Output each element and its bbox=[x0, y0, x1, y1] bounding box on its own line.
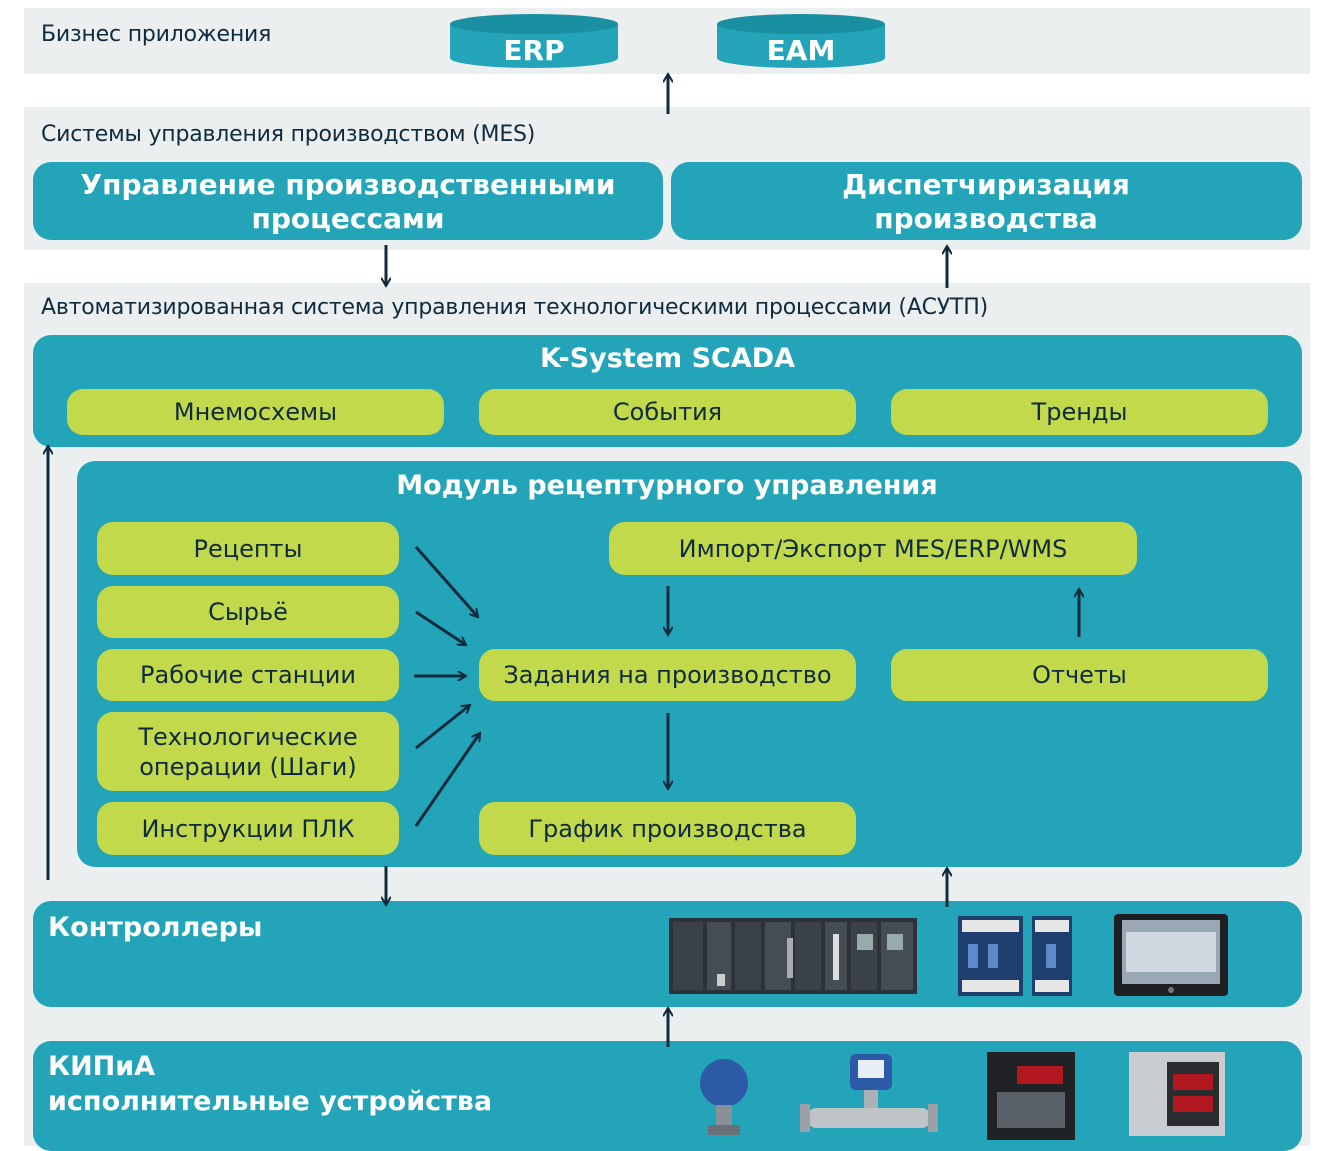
recipe-module-title: Модуль рецептурного управления bbox=[396, 470, 938, 501]
io-module-image bbox=[958, 916, 1023, 996]
mes-process-control-box[interactable] bbox=[33, 162, 663, 240]
recipe-input-plc-instructions[interactable]: Инструкции ПЛК bbox=[97, 802, 399, 855]
recipe-input-workstations[interactable]: Рабочие станции bbox=[97, 649, 399, 701]
production-tasks[interactable]: Задания на производство bbox=[479, 649, 856, 701]
plc-rack-image bbox=[669, 918, 917, 994]
io-module-small-image bbox=[1032, 916, 1072, 996]
eam-database[interactable]: EAM bbox=[717, 14, 885, 68]
eam-label: EAM bbox=[766, 34, 836, 67]
mes-label: Системы управления производством (MES) bbox=[41, 122, 536, 147]
recipe-input-process-steps[interactable]: Технологические операции (Шаги) bbox=[97, 712, 399, 791]
recipe-input-raw-materials[interactable]: Сырьё bbox=[97, 586, 399, 638]
controllers-label: Контроллеры bbox=[48, 912, 263, 943]
scada-item-events[interactable]: События bbox=[479, 389, 856, 435]
process-controller-image bbox=[987, 1052, 1075, 1140]
business-band bbox=[24, 8, 1310, 74]
pressure-transmitter-image bbox=[700, 1059, 748, 1135]
recipe-input-recipes[interactable]: Рецепты bbox=[97, 522, 399, 575]
business-label: Бизнес приложения bbox=[41, 22, 272, 47]
mes-process-control-title: Управление производственными процессами bbox=[80, 168, 616, 235]
database-icon bbox=[450, 14, 618, 68]
import-export-box[interactable]: Импорт/Экспорт MES/ERP/WMS bbox=[609, 522, 1137, 575]
kip-box[interactable] bbox=[33, 1041, 1302, 1151]
erp-label: ERP bbox=[503, 34, 565, 67]
mes-dispatch-box[interactable] bbox=[671, 162, 1302, 240]
hmi-panel-image bbox=[1114, 914, 1228, 996]
scada-item-mnemonics[interactable]: Мнемосхемы bbox=[67, 389, 444, 435]
controllers-box[interactable] bbox=[33, 901, 1302, 1007]
mes-dispatch-title: Диспетчиризация производства bbox=[842, 168, 1130, 235]
scada-title: K-System SCADA bbox=[539, 343, 796, 374]
scada-item-trends[interactable]: Тренды bbox=[891, 389, 1268, 435]
kip-label-line1: КИПиА bbox=[48, 1051, 156, 1082]
asutp-label: Автоматизированная система управления те… bbox=[41, 295, 988, 320]
database-icon bbox=[717, 14, 885, 68]
kip-label-line2: исполнительные устройства bbox=[48, 1086, 493, 1117]
erp-database[interactable]: ERP bbox=[450, 14, 618, 68]
reports-box[interactable]: Отчеты bbox=[891, 649, 1268, 701]
flowmeter-image bbox=[800, 1054, 938, 1132]
production-schedule[interactable]: График производства bbox=[479, 802, 856, 855]
temperature-regulator-image bbox=[1129, 1052, 1225, 1136]
